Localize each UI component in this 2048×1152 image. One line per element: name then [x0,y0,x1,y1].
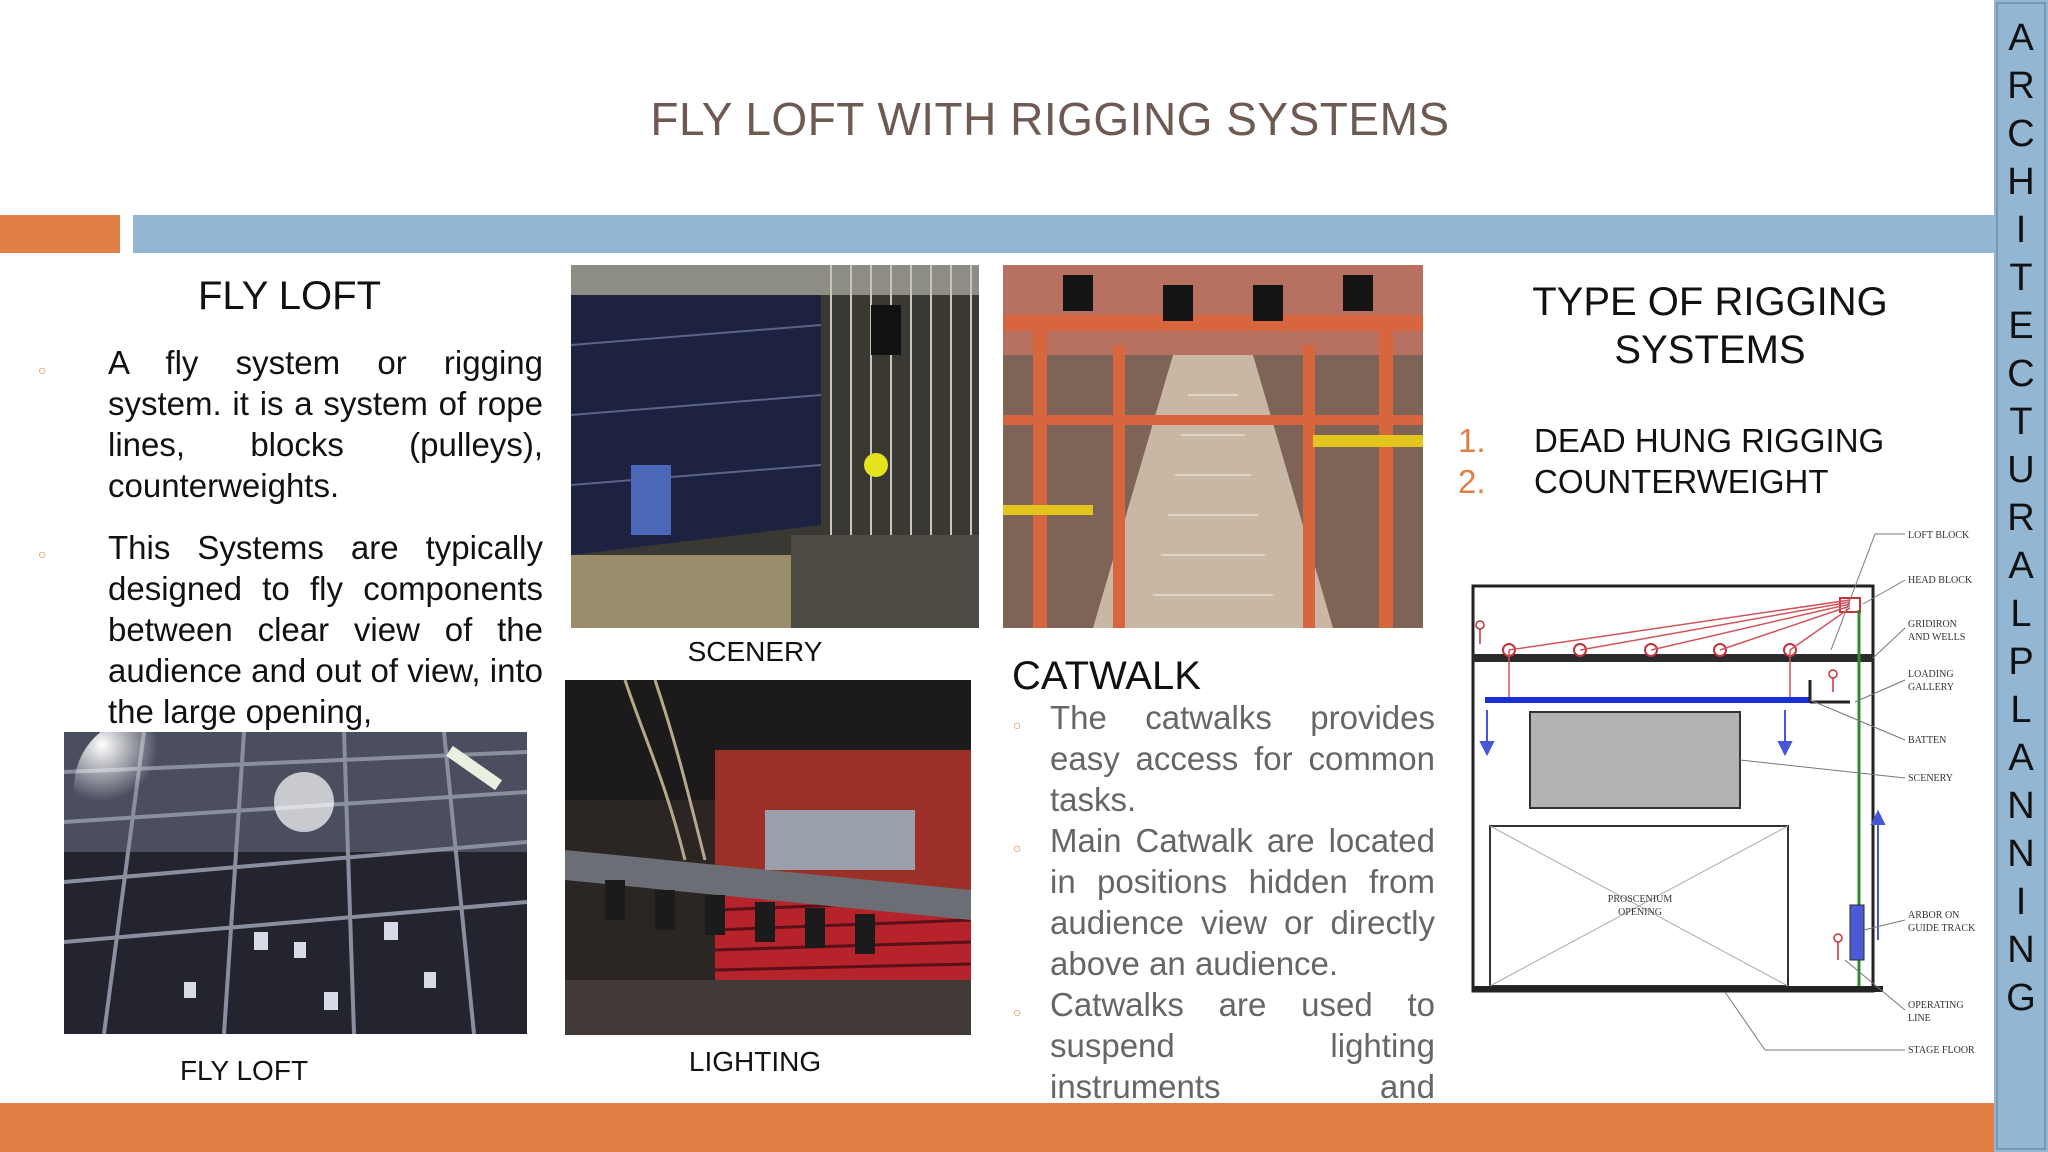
side-label-letter: E [2008,305,2034,347]
lighting-caption: LIGHTING [688,1046,822,1077]
catwalk-bullet-1: The catwalks provides easy access for co… [1050,699,1435,818]
side-label-letter: N [2007,785,2035,827]
catwalk-bullet-3: Catwalks are used to suspend lighting in… [1050,986,1435,1103]
svg-text:GUIDE TRACK: GUIDE TRACK [1908,923,1976,934]
svg-text:OPENING: OPENING [1618,907,1662,918]
header-accent-orange [0,215,120,253]
fly-loft-photo [64,732,527,1034]
footer-bar [0,1103,1998,1152]
side-label-letter: T [2009,401,2033,443]
side-label-letter: A [2008,17,2034,59]
bullet-icon: ○ [38,362,47,378]
catwalk-heading: CATWALK [1012,654,1201,698]
side-label-letter: R [2007,497,2035,539]
side-label-letter: L [2010,593,2032,635]
slide-title: FLY LOFT WITH RIGGING SYSTEMS [650,93,1450,145]
svg-text:LOFT BLOCK: LOFT BLOCK [1908,530,1970,541]
side-label-letter: A [2008,545,2034,587]
lighting-photo [565,680,971,1035]
side-label-letter: P [2008,641,2034,683]
side-label-letter: L [2010,689,2032,731]
rigging-list-item: 2.COUNTERWEIGHT [1458,463,1829,500]
bullet-icon: ○ [1013,717,1022,733]
scenery-photo [571,265,979,628]
side-label-letter: R [2007,65,2035,107]
svg-text:LOADING: LOADING [1908,669,1954,680]
header-accent-blue [133,215,1998,253]
svg-text:SCENERY: SCENERY [1908,773,1953,784]
catwalk-photo [1003,265,1423,628]
svg-text:GALLERY: GALLERY [1908,682,1954,693]
side-label-letter: I [2015,881,2027,923]
svg-text:ARBOR ON: ARBOR ON [1908,910,1959,921]
svg-text:LINE: LINE [1908,1013,1931,1024]
fly-loft-bullet-1: A fly system or rigging system. it is a … [108,344,543,504]
rigging-list: 1.DEAD HUNG RIGGING 2.COUNTERWEIGHT [1458,420,1884,502]
svg-text:PROSCENIUM: PROSCENIUM [1608,894,1673,905]
side-label-letter: U [2007,449,2035,491]
side-label-letter: I [2015,209,2027,251]
side-label-letter: C [2007,353,2035,395]
svg-text:AND WELLS: AND WELLS [1908,632,1965,643]
fly-loft-heading: FLY LOFT [198,274,382,318]
svg-text:STAGE FLOOR: STAGE FLOOR [1908,1045,1975,1056]
side-label-letter: C [2007,113,2035,155]
side-label-letter: N [2007,929,2035,971]
svg-text:HEAD BLOCK: HEAD BLOCK [1908,575,1973,586]
bullet-icon: ○ [1013,840,1022,856]
svg-text:GRIDIRON: GRIDIRON [1908,619,1957,630]
svg-text:BATTEN: BATTEN [1908,735,1946,746]
side-label-letter: H [2007,161,2035,203]
side-label-letter: T [2009,257,2033,299]
scenery-caption: SCENERY [687,636,823,667]
catwalk-bullet-2: Main Catwalk are located in positions hi… [1050,822,1435,982]
rigging-heading: TYPE OF RIGGING SYSTEMS [1532,280,1888,372]
svg-text:OPERATING: OPERATING [1908,1000,1964,1011]
fly-loft-bullet-2: This Systems are typically designed to f… [108,529,543,730]
fly-loft-bullet-2-clip: This Systems are typically designed to f… [108,527,543,732]
rigging-diagram: PROSCENIUM OPENING LOFT BLOCK [1465,520,1990,1080]
catwalk-bullets: ○ The catwalks provides easy access for … [1000,697,1440,1103]
fly-loft-caption: FLY LOFT [179,1055,309,1086]
side-label-letter: N [2007,833,2035,875]
rigging-list-item: 1.DEAD HUNG RIGGING [1458,422,1885,459]
bullet-icon: ○ [38,546,47,562]
side-label-letter: A [2008,737,2034,779]
bullet-icon: ○ [1013,1004,1022,1020]
side-label-letter: G [2006,977,2036,1019]
